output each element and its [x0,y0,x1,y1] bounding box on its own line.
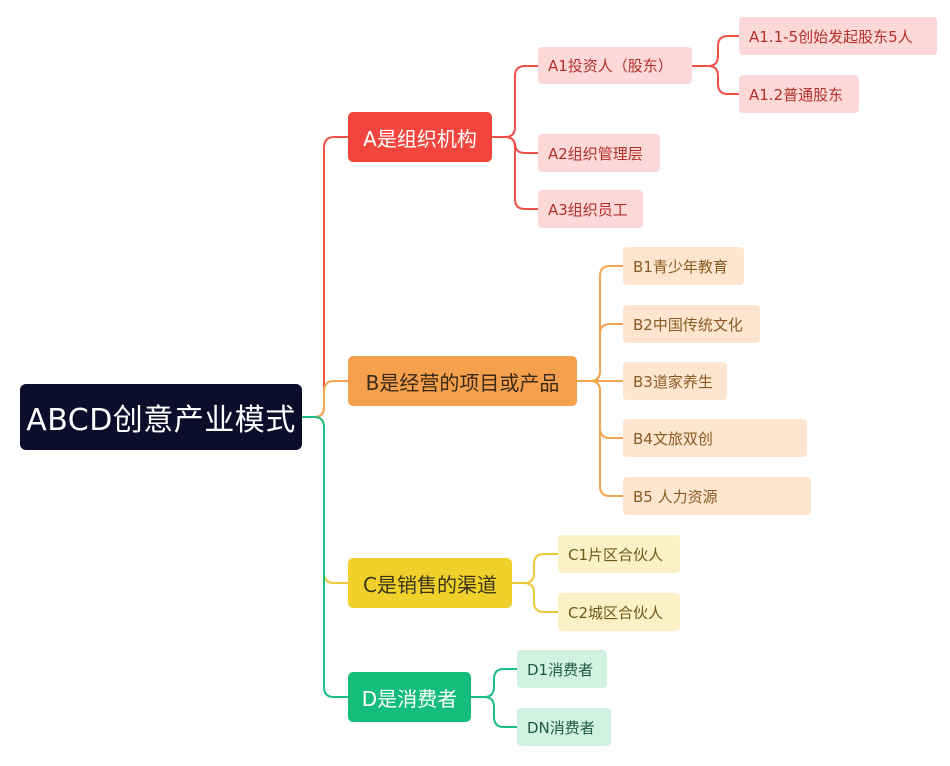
subtopic-a1-1[interactable]: A1.1-5创始发起股东5人 [739,17,937,55]
subtopic-b4[interactable]: B4文旅双创 [623,419,807,457]
connector-a1-a12 [691,65,740,95]
connector-root-a [301,136,349,418]
connector-root-d [301,416,349,698]
subtopic-a1[interactable]: A1投资人（股东） [538,47,692,84]
branch-d-topic[interactable]: D是消费者 [348,672,471,722]
branch-b-topic[interactable]: B是经营的项目或产品 [348,356,577,406]
connector-b-b2 [575,323,624,382]
connector-c-c1 [511,553,559,584]
subtopic-b3[interactable]: B3道家养生 [623,362,727,400]
branch-c-topic[interactable]: C是销售的渠道 [348,558,512,608]
subtopic-dn[interactable]: DN消费者 [517,708,611,746]
connector-d-dn [470,696,518,728]
root-topic[interactable]: ABCD创意产业模式 [20,384,302,450]
connector-a-a3 [491,136,539,210]
subtopic-c2[interactable]: C2城区合伙人 [558,593,680,631]
branch-a-topic[interactable]: A是组织机构 [348,112,492,162]
connector-b-b5 [575,380,624,497]
subtopic-b2[interactable]: B2中国传统文化 [623,305,760,343]
subtopic-a2[interactable]: A2组织管理层 [538,134,660,172]
connector-root-b [301,380,349,418]
subtopic-b1[interactable]: B1青少年教育 [623,247,744,285]
subtopic-d1[interactable]: D1消费者 [517,650,607,688]
connector-a1-a11 [691,35,740,67]
connector-d-d1 [470,668,518,698]
subtopic-a1-2[interactable]: A1.2普通股东 [739,75,859,113]
subtopic-c1[interactable]: C1片区合伙人 [558,535,680,573]
subtopic-a3[interactable]: A3组织员工 [538,190,643,228]
connector-a-a1 [491,65,539,138]
connector-c-c2 [511,582,559,613]
subtopic-b5[interactable]: B5 人力资源 [623,477,811,515]
